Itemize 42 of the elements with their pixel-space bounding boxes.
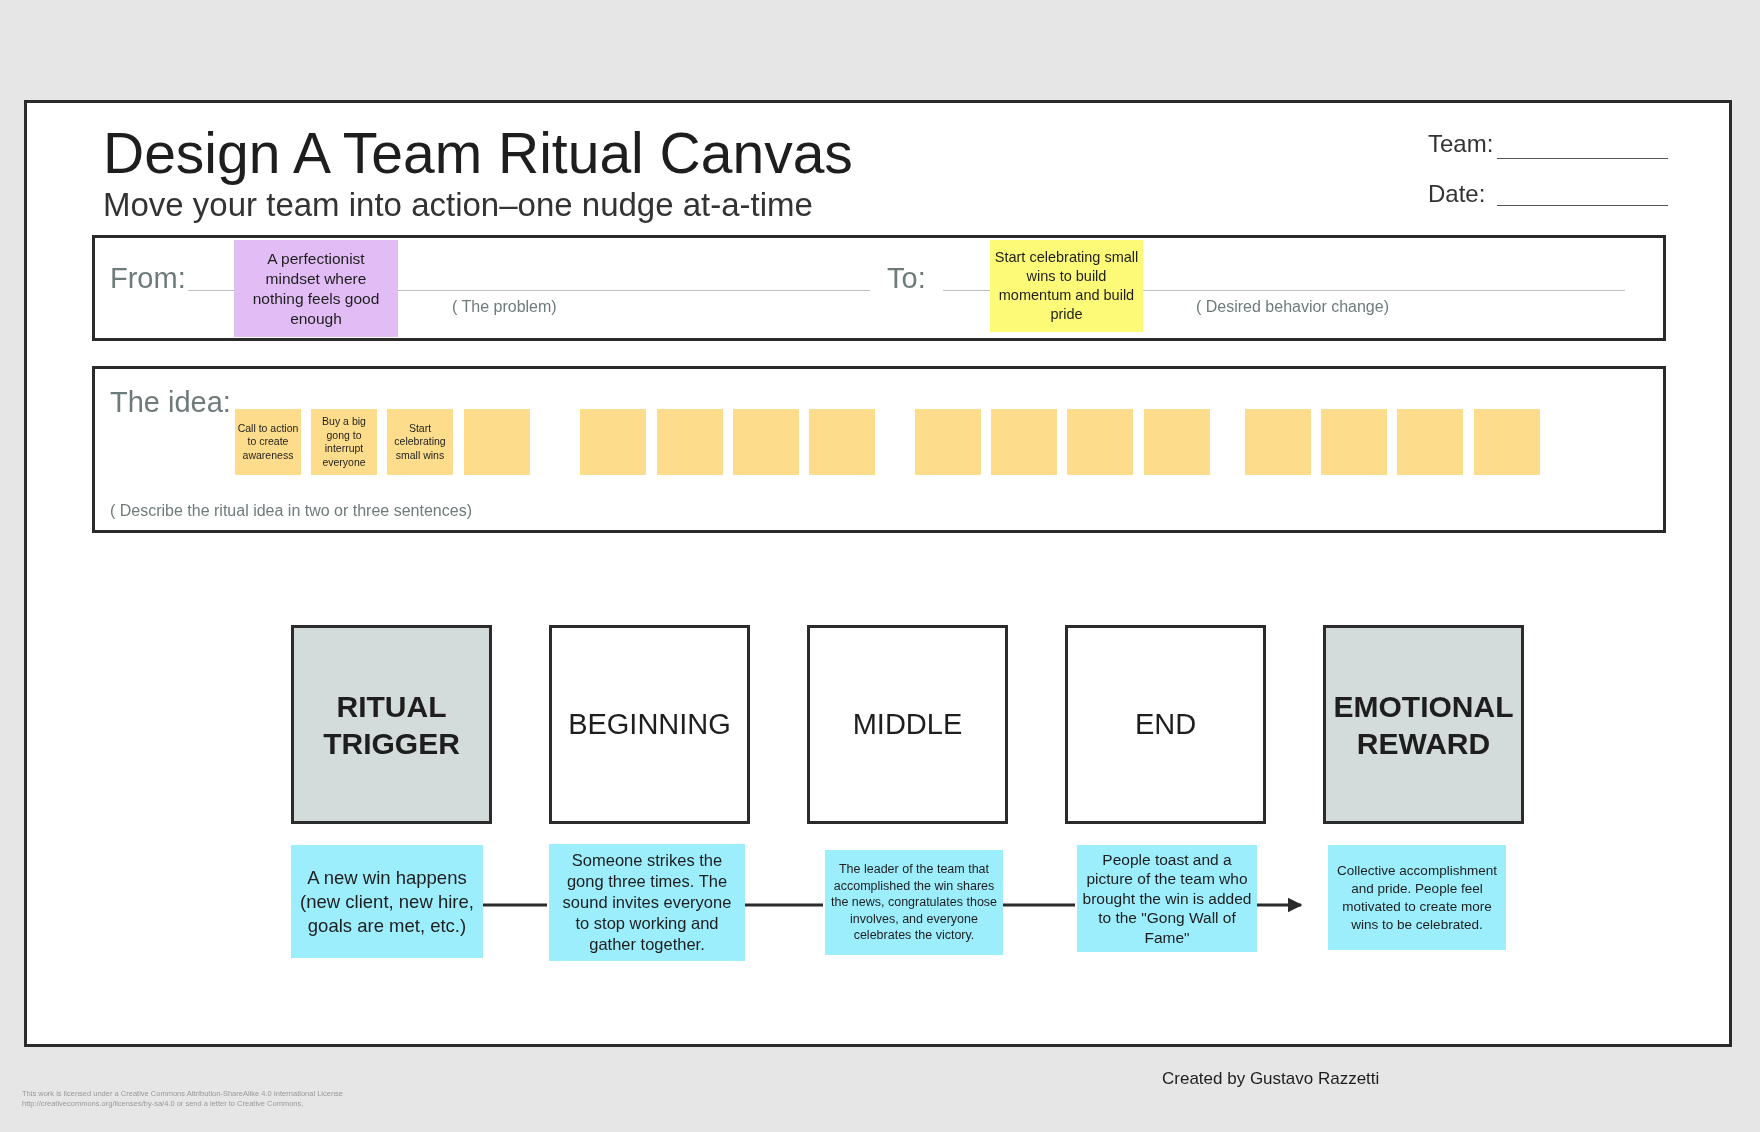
stage-box: END (1065, 625, 1266, 824)
blank-sticky-note (464, 409, 530, 475)
title: Design A Team Ritual Canvas (103, 120, 853, 186)
subtitle: Move your team into action–one nudge at-a-time (103, 186, 813, 224)
sticky-note: A new win happens (new client, new hire, goals are met, etc.) (291, 845, 483, 958)
hint-text: ( Desired behavior change) (1196, 298, 1389, 316)
stage-box: RITUAL TRIGGER (291, 625, 492, 824)
sticky-note: A perfectionist mindset where nothing feels good enough (234, 240, 398, 337)
blank-sticky-note (733, 409, 799, 475)
hint-text: ( The problem) (452, 298, 557, 316)
blank-sticky-note (1067, 409, 1133, 475)
sticky-note: Start celebrating small wins (387, 409, 453, 475)
blank-sticky-note (915, 409, 981, 475)
idea-panel (92, 366, 1666, 533)
blank-sticky-note (991, 409, 1057, 475)
field-label: Team: (1428, 130, 1494, 158)
sticky-note: Collective accomplishment and pride. People feel motivated to create more wins to be celebrated. (1328, 845, 1506, 950)
stage-box: BEGINNING (549, 625, 750, 824)
connector-line (483, 903, 547, 907)
stage-box: MIDDLE (807, 625, 1008, 824)
blank-sticky-note (1474, 409, 1540, 475)
sticky-note: Start celebrating small wins to build momentum and build pride (990, 240, 1143, 332)
sticky-note: Call to action to create awareness (235, 409, 301, 475)
blank-sticky-note (809, 409, 875, 475)
hint-text: ( Describe the ritual idea in two or three sentences) (110, 502, 472, 520)
connector-line (1003, 903, 1075, 907)
arrow (1257, 897, 1303, 913)
blank-sticky-note (580, 409, 646, 475)
credit-text: Created by Gustavo Razzetti (1162, 1069, 1380, 1089)
sticky-note: Buy a big gong to interrupt everyone (311, 409, 377, 475)
field-label: Date: (1428, 180, 1486, 208)
sticky-note: People toast and a picture of the team who brought the win is added to the "Gong Wall of Fame" (1077, 845, 1257, 952)
sticky-note: Someone strikes the gong three times. The sound invites everyone to stop working and gather together. (549, 844, 745, 961)
blank-sticky-note (1144, 409, 1210, 475)
stage-box: EMOTIONAL REWARD (1323, 625, 1524, 824)
blank-sticky-note (1397, 409, 1463, 475)
from-to-panel (92, 235, 1666, 341)
sticky-note: The leader of the team that accomplished the win shares the news, congratulates those involves, and everyone celebrates the victory. (825, 850, 1003, 955)
blank-sticky-note (657, 409, 723, 475)
connector-line (745, 903, 823, 907)
blank-sticky-note (1321, 409, 1387, 475)
blank-sticky-note (1245, 409, 1311, 475)
